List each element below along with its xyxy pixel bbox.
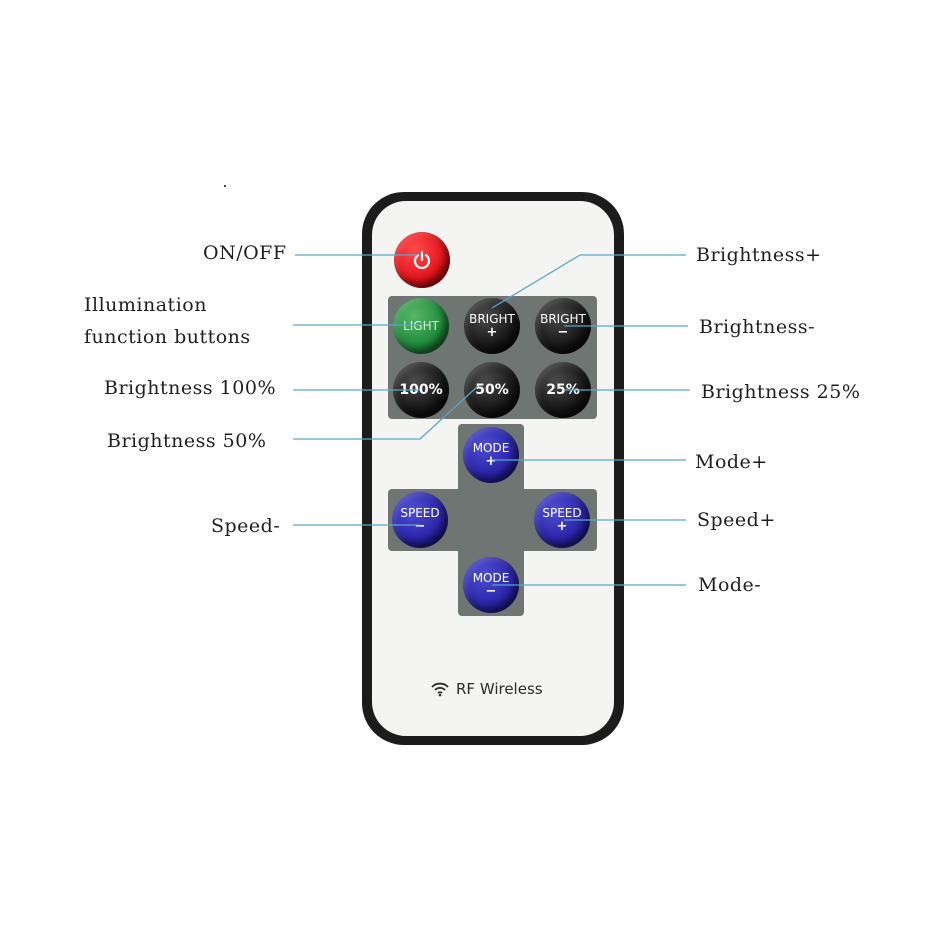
mode-minus-sign: − xyxy=(485,584,497,599)
callout-on-off: ON/OFF xyxy=(203,242,287,264)
brightness-50-label: 50% xyxy=(475,381,509,398)
light-button[interactable]: LIGHT xyxy=(393,298,449,354)
power-button[interactable] xyxy=(394,232,450,288)
bright-minus-button[interactable]: BRIGHT − xyxy=(535,298,591,354)
bright-plus-sign: + xyxy=(486,325,498,340)
light-button-label: LIGHT xyxy=(403,318,439,333)
callout-speed-plus: Speed+ xyxy=(697,509,776,531)
mode-minus-button[interactable]: MODE − xyxy=(463,557,519,613)
brightness-25-button[interactable]: 25% xyxy=(535,362,591,418)
bright-minus-sign: − xyxy=(557,325,569,340)
callout-brightness-100: Brightness 100% xyxy=(104,377,276,399)
brightness-100-button[interactable]: 100% xyxy=(393,362,449,418)
speed-plus-label: SPEED xyxy=(542,506,582,520)
bright-plus-label: BRIGHT xyxy=(469,312,515,326)
stray-dot xyxy=(224,185,226,187)
brightness-25-label: 25% xyxy=(546,381,580,398)
mode-minus-label: MODE xyxy=(472,571,510,585)
mode-plus-sign: + xyxy=(485,454,497,469)
callout-brightness-25: Brightness 25% xyxy=(701,381,861,403)
bright-minus-label: BRIGHT xyxy=(540,312,586,326)
callout-speed-minus: Speed- xyxy=(211,515,281,537)
speed-plus-sign: + xyxy=(556,519,568,534)
mode-plus-label: MODE xyxy=(472,441,510,455)
callout-mode-plus: Mode+ xyxy=(695,451,768,473)
callout-illumination-line1: Illumination xyxy=(84,294,207,316)
speed-plus-button[interactable]: SPEED + xyxy=(534,492,590,548)
rf-wireless-text: RF Wireless xyxy=(456,680,543,698)
speed-minus-button[interactable]: SPEED − xyxy=(392,492,448,548)
bright-plus-button[interactable]: BRIGHT + xyxy=(464,298,520,354)
wifi-icon xyxy=(431,682,449,697)
callout-brightness-minus: Brightness- xyxy=(699,316,816,338)
power-icon xyxy=(413,250,431,269)
speed-minus-sign: − xyxy=(414,519,426,534)
callout-brightness-plus: Brightness+ xyxy=(696,244,822,266)
speed-minus-label: SPEED xyxy=(400,506,440,520)
brightness-50-button[interactable]: 50% xyxy=(464,362,520,418)
brightness-100-label: 100% xyxy=(399,381,443,398)
rf-wireless-brand: RF Wireless xyxy=(430,680,543,698)
callout-illumination-line2: function buttons xyxy=(84,326,251,348)
mode-plus-button[interactable]: MODE + xyxy=(463,427,519,483)
callout-brightness-50: Brightness 50% xyxy=(107,430,267,452)
callout-mode-minus: Mode- xyxy=(698,574,762,596)
